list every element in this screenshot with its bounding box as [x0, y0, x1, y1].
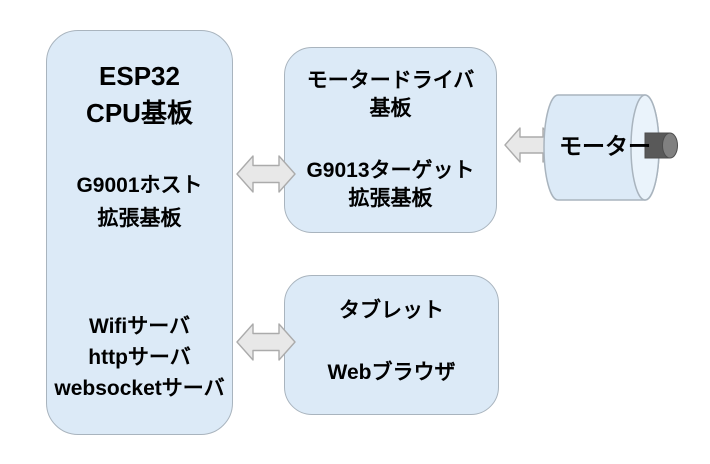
- esp32-cpu-board-box: ESP32 CPU基板 G9001ホスト 拡張基板 Wifiサーバ httpサー…: [46, 30, 233, 435]
- double-arrow-shape: [236, 323, 296, 361]
- web-browser-block: Webブラウザ: [285, 359, 498, 387]
- motor-driver-board-box: モータードライバ 基板 G9013ターゲット 拡張基板: [284, 47, 497, 233]
- g9001-host-block: G9001ホスト 拡張基板: [47, 169, 232, 235]
- motor-label: モーター: [559, 133, 651, 159]
- websocket-server-label: websocketサーバ: [54, 377, 225, 400]
- g9013-target-label: G9013ターゲット: [306, 159, 475, 182]
- motor-driver-label: モータードライバ: [306, 69, 475, 92]
- server-stack-block: Wifiサーバ httpサーバ websocketサーバ: [47, 311, 232, 404]
- g9013-expansion-label: 拡張基板: [348, 187, 433, 210]
- tablet-box: タブレット Webブラウザ: [284, 275, 499, 415]
- bidirectional-arrow-icon: [236, 323, 296, 361]
- tablet-label: タブレット: [339, 299, 444, 322]
- motor-cylinder-icon: [543, 94, 678, 201]
- tablet-title: タブレット: [285, 297, 498, 325]
- motor-driver-board-label: 基板: [369, 97, 412, 120]
- g9001-expansion-label: 拡張基板: [97, 207, 182, 230]
- bidirectional-arrow-icon: [236, 155, 296, 193]
- wifi-server-label: Wifiサーバ: [88, 315, 191, 338]
- web-browser-label: Webブラウザ: [327, 361, 456, 384]
- cpu-board-label: CPU基板: [86, 98, 193, 128]
- cpu-board-title: ESP32 CPU基板: [47, 58, 232, 132]
- double-arrow-shape: [236, 155, 296, 193]
- motor-shaft-end-shape: [662, 132, 678, 159]
- g9001-host-label: G9001ホスト: [76, 174, 203, 197]
- esp32-label: ESP32: [99, 61, 180, 91]
- motor-driver-title: モータードライバ 基板: [285, 67, 496, 123]
- http-server-label: httpサーバ: [88, 346, 191, 369]
- g9013-target-block: G9013ターゲット 拡張基板: [285, 157, 496, 213]
